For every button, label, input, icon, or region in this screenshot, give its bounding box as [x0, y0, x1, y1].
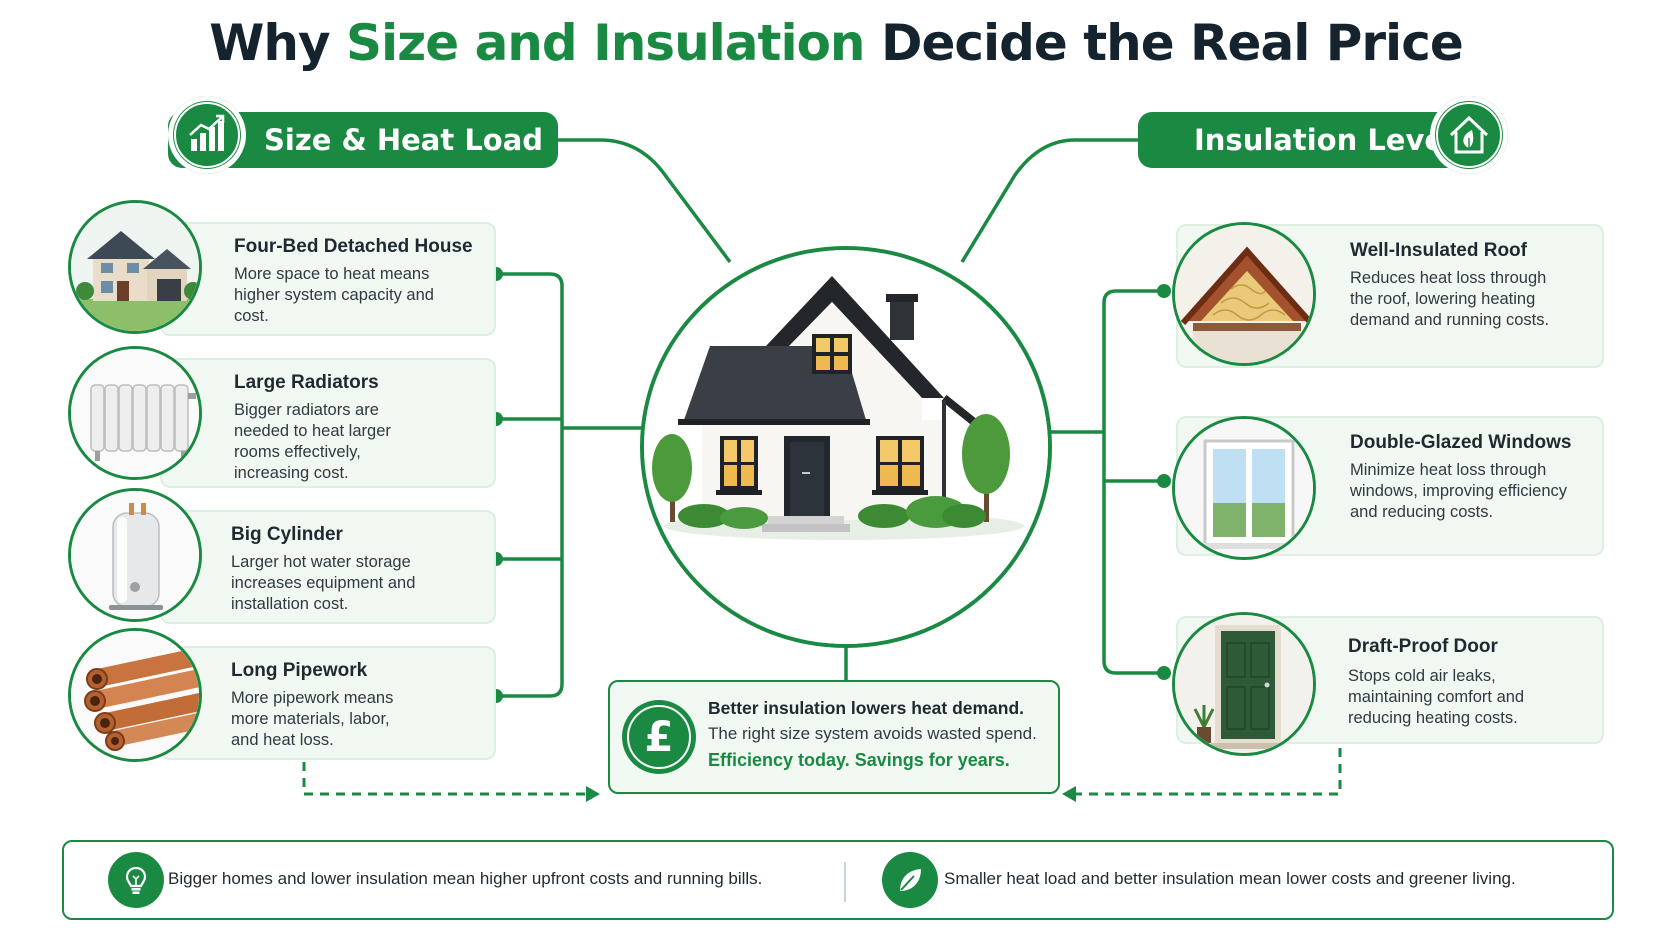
lightbulb-icon [108, 852, 164, 908]
card-title: Long Pipework [231, 660, 368, 681]
card-body: Minimize heat loss through windows, impr… [1350, 461, 1568, 521]
footer-banner: Bigger homes and lower insulation mean h… [62, 840, 1614, 920]
eco-house-leaf-icon [1430, 96, 1508, 174]
page-title: Why Size and Insulation Decide the Real … [0, 14, 1672, 72]
pound-icon: £ [622, 700, 696, 774]
footer-left-text: Bigger homes and lower insulation mean h… [168, 869, 763, 888]
summary-line-1: Better insulation lowers heat demand. [708, 698, 1025, 718]
title-part-1: Why [209, 14, 346, 72]
hot-water-cylinder-icon [68, 488, 202, 622]
card-body: Bigger radiators are needed to heat larg… [234, 401, 391, 482]
bar-chart-growth-icon [168, 96, 246, 174]
radiator-icon [68, 346, 202, 480]
card-body: More pipework means more materials, labo… [231, 689, 394, 749]
card-body: Stops cold air leaks, maintaining comfor… [1348, 667, 1525, 727]
card-title: Big Cylinder [231, 524, 343, 545]
card-body: More space to heat means higher system c… [234, 265, 434, 325]
card-title: Well-Insulated Roof [1350, 240, 1527, 261]
card-four-bed-house: Four-Bed Detached House More space to he… [160, 222, 496, 336]
card-title: Draft-Proof Door [1348, 636, 1498, 657]
house-illustration [640, 246, 1052, 648]
summary-line-2: The right size system avoids wasted spen… [708, 724, 1037, 743]
card-long-pipework: Long Pipework More pipework means more m… [160, 646, 496, 760]
double-glazed-window-icon [1172, 416, 1316, 560]
card-large-radiators: Large Radiators Bigger radiators are nee… [160, 358, 496, 488]
card-body: Larger hot water storage increases equip… [231, 553, 416, 613]
detached-house-icon [68, 200, 202, 334]
insulated-roof-icon [1172, 222, 1316, 366]
card-body: Reduces heat loss through the roof, lowe… [1350, 269, 1550, 329]
insulation-level-label: Insulation Level [1194, 123, 1454, 157]
card-title: Four-Bed Detached House [234, 236, 473, 257]
card-big-cylinder: Big Cylinder Larger hot water storage in… [160, 510, 496, 624]
title-highlight: Size and Insulation [346, 14, 866, 72]
card-title: Double-Glazed Windows [1350, 432, 1572, 453]
summary-line-3: Efficiency today. Savings for years. [708, 750, 1010, 770]
footer-right-text: Smaller heat load and better insulation … [944, 869, 1516, 888]
title-part-3: Decide the Real Price [864, 14, 1464, 72]
leaf-icon [882, 852, 938, 908]
summary-box: £ Better insulation lowers heat demand. … [608, 680, 1060, 794]
footer-divider [844, 862, 846, 902]
copper-pipes-icon [68, 628, 202, 762]
front-door-icon [1172, 612, 1316, 756]
size-heat-load-label: Size & Heat Load [264, 123, 544, 157]
card-title: Large Radiators [234, 372, 379, 393]
